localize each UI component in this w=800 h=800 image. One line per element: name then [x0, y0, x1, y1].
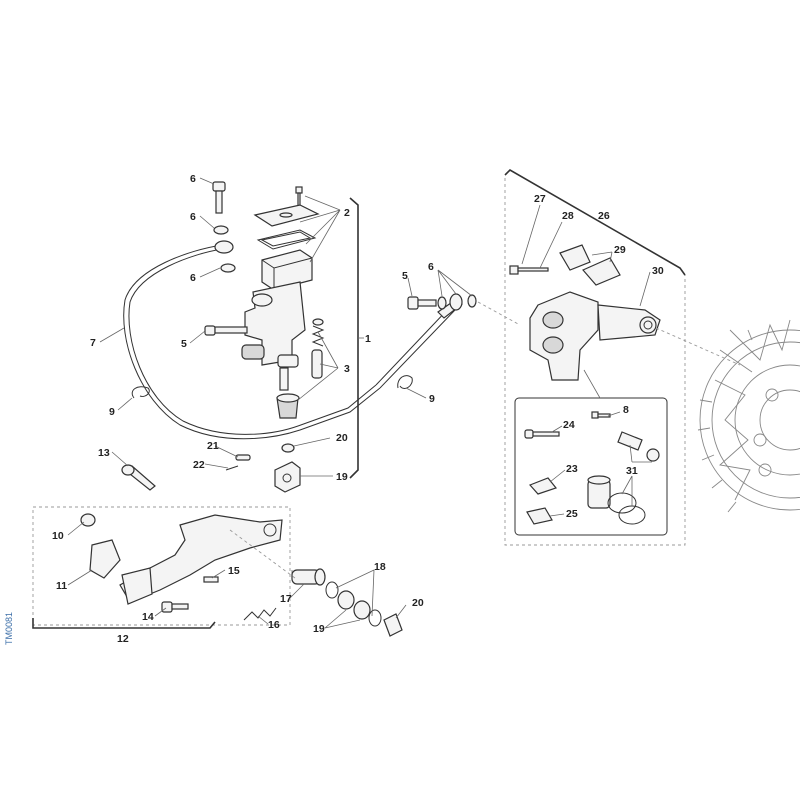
callout-9-left: 9: [109, 406, 115, 418]
callout-17: 17: [280, 593, 292, 605]
callout-28: 26: [598, 210, 610, 222]
pedal-group-box: [32, 506, 291, 626]
callout-33: 31: [626, 465, 638, 477]
callout-14: 14: [142, 611, 154, 623]
callout-21: 19: [336, 471, 348, 483]
drawing-code: TM0081: [4, 612, 14, 645]
callout-12: 12: [117, 633, 129, 645]
hose-clip-left: [131, 386, 150, 399]
caliper-detail-box: [514, 397, 668, 536]
callout-7: 7: [90, 337, 96, 349]
bracket-group-12: [32, 618, 216, 629]
callout-labels: 6 2 6 6 1 7 5 3 9 9 20 21 13 22 19 10 15…: [4, 173, 664, 645]
callout-6-upper: 6: [190, 211, 196, 223]
callout-30: 28: [562, 210, 574, 222]
callout-16: 16: [268, 619, 280, 631]
callout-9-right: 9: [429, 393, 435, 405]
callout-23: 21: [207, 440, 219, 452]
callout-11: 11: [56, 580, 67, 592]
bracket-group-1: [349, 197, 359, 479]
brake-pedal: [80, 464, 403, 637]
caliper-detail-parts: [524, 411, 660, 525]
hose-clip-right: [397, 375, 413, 389]
brake-caliper: [509, 244, 661, 381]
brake-disc: [697, 319, 800, 513]
callout-31: 29: [614, 244, 626, 256]
banjo-bolt-right: [407, 293, 477, 311]
callout-26: 24: [563, 419, 575, 431]
callout-27: 25: [566, 508, 578, 520]
callout-4: 5: [181, 338, 187, 350]
callout-3: 3: [344, 363, 350, 375]
callout-2: 2: [344, 207, 350, 219]
callout-1: 1: [365, 333, 371, 345]
callout-15: 15: [228, 565, 240, 577]
callout-29: 27: [534, 193, 546, 205]
callout-20: 20: [412, 597, 424, 609]
leader-lines: [67, 177, 652, 629]
callout-22: 20: [336, 432, 348, 444]
master-cylinder: [204, 181, 325, 493]
callout-18: 18: [374, 561, 386, 573]
callout-24: 22: [193, 459, 205, 471]
bracket-group-28: [504, 169, 686, 276]
callout-10: 10: [52, 530, 64, 542]
caliper-kit-box: [504, 178, 686, 546]
callout-8: 8: [623, 404, 629, 416]
callout-5-bolt: 6: [190, 173, 196, 185]
callout-13: 13: [98, 447, 110, 459]
callout-6-lower: 6: [190, 272, 196, 284]
callout-6-right: 6: [428, 261, 434, 273]
callout-32: 30: [652, 265, 664, 277]
callout-19: 19: [313, 623, 325, 635]
callout-25: 23: [566, 463, 578, 475]
callout-5-right: 5: [402, 270, 408, 282]
